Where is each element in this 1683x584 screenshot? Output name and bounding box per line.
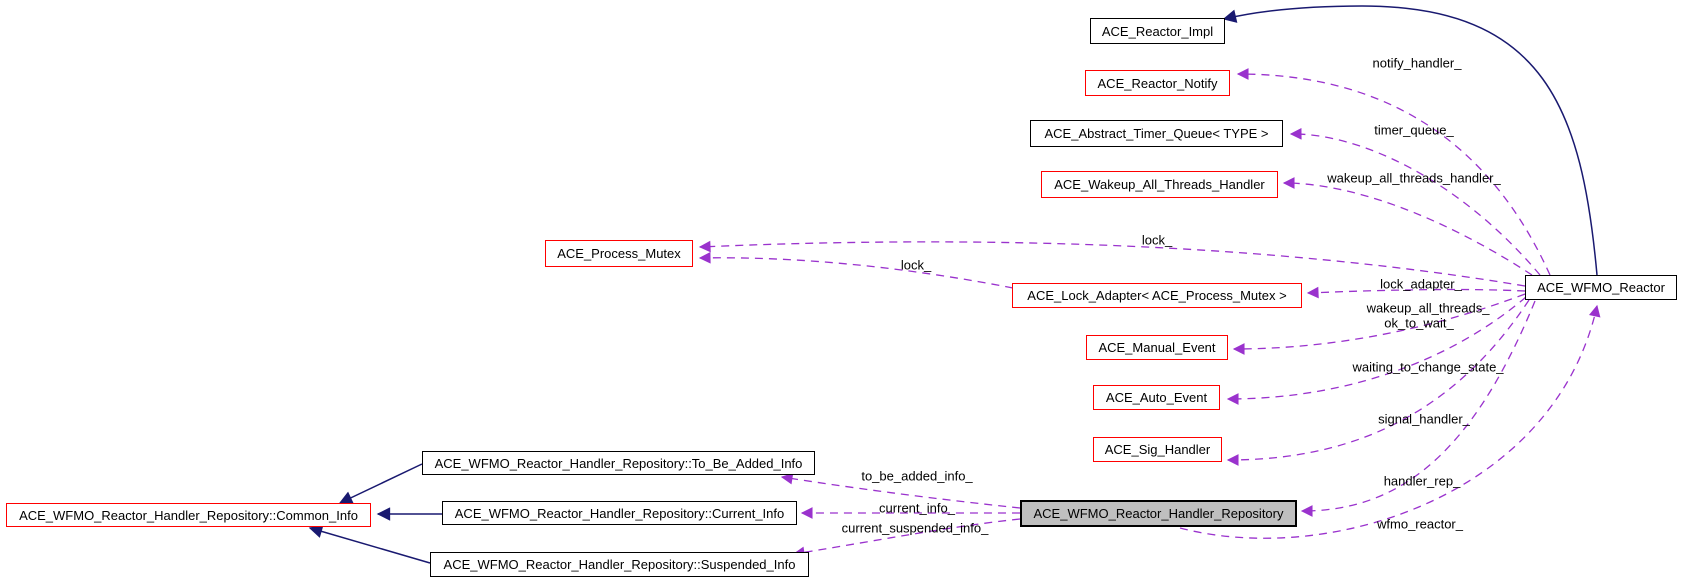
node-suspended-info[interactable]: ACE_WFMO_Reactor_Handler_Repository::Sus… (430, 552, 809, 577)
edge-label-lock-adapter: lock_adapter_ (1380, 276, 1462, 292)
edge-wakeup-all-threads-handler (1282, 177, 1533, 276)
node-ace-reactor-impl[interactable]: ACE_Reactor_Impl (1090, 18, 1225, 44)
edge-notify-handler (1236, 68, 1551, 276)
node-to-be-added-info[interactable]: ACE_WFMO_Reactor_Handler_Repository::To_… (422, 451, 815, 475)
node-ace-reactor-notify[interactable]: ACE_Reactor_Notify (1085, 70, 1230, 96)
edge-label-wakeup-all-threads: wakeup_all_threads_ (1366, 300, 1490, 316)
node-ace-manual-event[interactable]: ACE_Manual_Event (1086, 335, 1228, 360)
edge-label-to-be-added-info: to_be_added_info_ (861, 468, 973, 484)
node-ace-auto-event[interactable]: ACE_Auto_Event (1093, 385, 1220, 410)
edge-wfmo-reactor-member (1179, 304, 1601, 539)
edge-label-lock-from-adapter: lock_ (900, 257, 932, 273)
edge-label-timer-queue: timer_queue_ (1374, 122, 1454, 138)
edge-wfmo-reactor-to-reactor-impl (1222, 5, 1598, 276)
node-ace-wfmo-reactor-handler-repository: ACE_WFMO_Reactor_Handler_Repository (1020, 500, 1297, 527)
node-ace-wakeup-all-threads-handler[interactable]: ACE_Wakeup_All_Threads_Handler (1041, 171, 1278, 198)
edge-label-wfmo-reactor: wfmo_reactor_ (1377, 516, 1463, 532)
edge-label-handler-rep: handler_rep_ (1383, 473, 1461, 489)
edge-label-waiting-to-change-state: waiting_to_change_state_ (1352, 359, 1504, 375)
edge-lock-adapter (1306, 286, 1526, 299)
edge-label-notify-handler: notify_handler_ (1372, 55, 1462, 71)
edge-waiting-to-change-state (1226, 296, 1527, 405)
node-ace-sig-handler[interactable]: ACE_Sig_Handler (1093, 437, 1222, 462)
node-ace-abstract-timer-queue[interactable]: ACE_Abstract_Timer_Queue< TYPE > (1030, 120, 1283, 147)
node-ace-lock-adapter[interactable]: ACE_Lock_Adapter< ACE_Process_Mutex > (1012, 283, 1302, 308)
edge-label-current-info: current_info_ (879, 500, 955, 516)
edge-label-ok-to-wait: ok_to_wait_ (1384, 315, 1454, 331)
edge-signal-handler (1226, 299, 1530, 466)
edge-label-signal-handler: signal_handler_ (1378, 411, 1470, 427)
edge-current-suspended-info-member (792, 518, 1021, 559)
edge-lock-from-adapter (698, 251, 1014, 289)
edge-timer-queue (1289, 128, 1541, 276)
edge-label-lock-wfmo: lock_ (1141, 232, 1173, 248)
edge-handler-rep (1300, 300, 1536, 517)
edge-label-current-suspended-info: current_suspended_info_ (841, 520, 989, 536)
node-current-info[interactable]: ACE_WFMO_Reactor_Handler_Repository::Cur… (442, 501, 797, 525)
edge-suspended-info-to-common-info (308, 524, 431, 564)
edge-to-be-added-info-to-common-info (338, 463, 423, 504)
node-common-info[interactable]: ACE_WFMO_Reactor_Handler_Repository::Com… (6, 503, 371, 527)
edge-lock-from-wfmo (698, 240, 1526, 287)
node-ace-process-mutex[interactable]: ACE_Process_Mutex (545, 240, 693, 267)
edge-label-wakeup-all-threads-handler: wakeup_all_threads_handler_ (1327, 170, 1501, 186)
edge-to-be-added-info-member (780, 472, 1021, 509)
node-ace-wfmo-reactor[interactable]: ACE_WFMO_Reactor (1525, 275, 1677, 300)
